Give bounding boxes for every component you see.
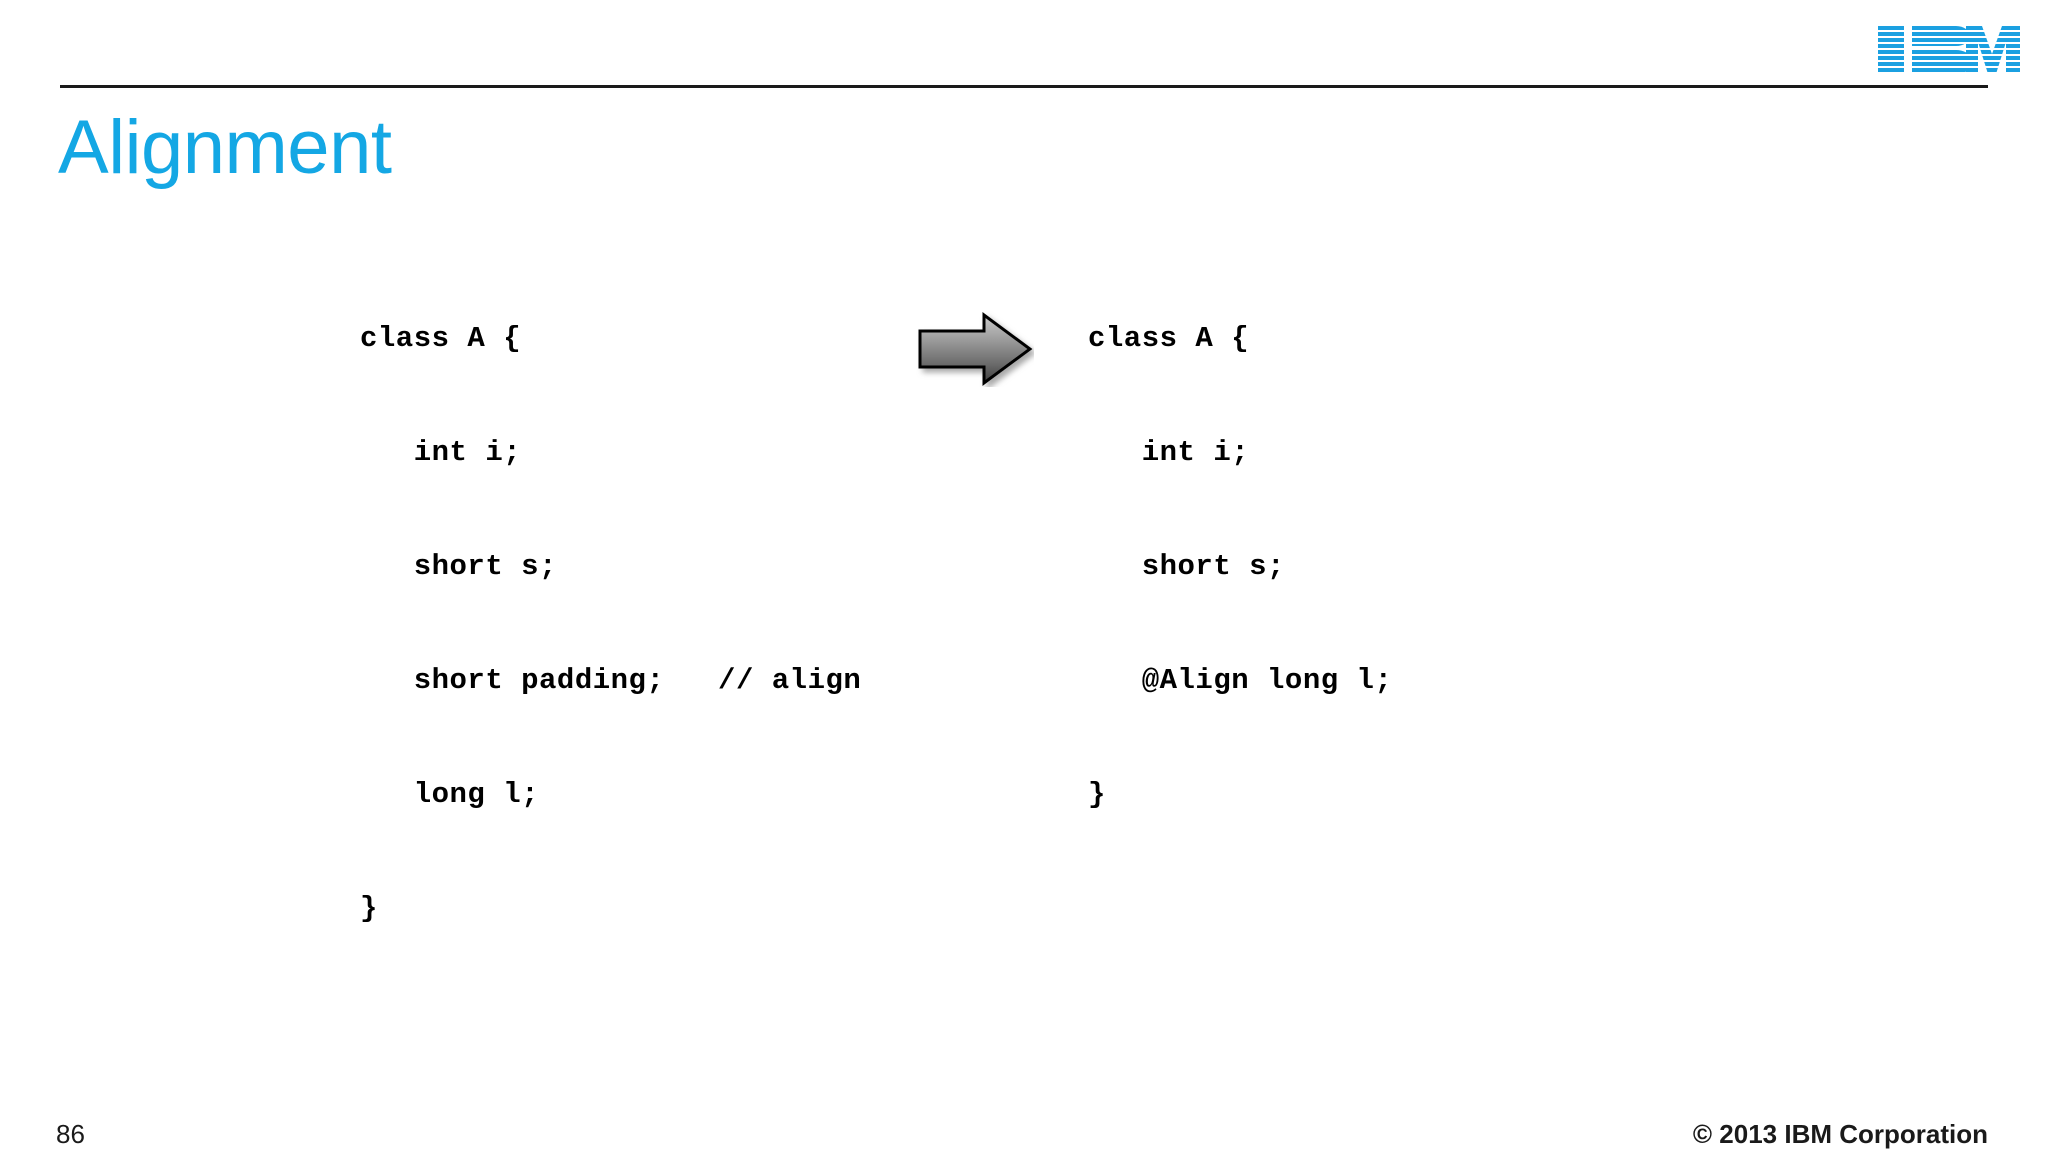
code-line: short padding; // align <box>360 664 862 697</box>
code-block-after: class A { int i; short s; @Align long l;… <box>1088 244 1392 890</box>
code-line: class A { <box>1088 322 1250 355</box>
header-divider <box>60 85 1988 88</box>
page-title: Alignment <box>58 105 392 190</box>
code-line: short s; <box>1088 550 1285 583</box>
copyright-notice: © 2013 IBM Corporation <box>1692 1119 1988 1149</box>
code-line: } <box>360 892 378 925</box>
code-line: } <box>1088 778 1106 811</box>
page-number: 86 <box>56 1119 85 1149</box>
code-line: int i; <box>360 436 522 469</box>
code-line: int i; <box>1088 436 1250 469</box>
code-line: class A { <box>360 322 522 355</box>
right-arrow-icon <box>916 311 1034 387</box>
code-line: short s; <box>360 550 557 583</box>
ibm-logo <box>1878 26 2020 74</box>
code-line: long l; <box>360 778 540 811</box>
code-block-before: class A { int i; short s; short padding;… <box>360 244 861 1004</box>
code-line: @Align long l; <box>1088 664 1393 697</box>
